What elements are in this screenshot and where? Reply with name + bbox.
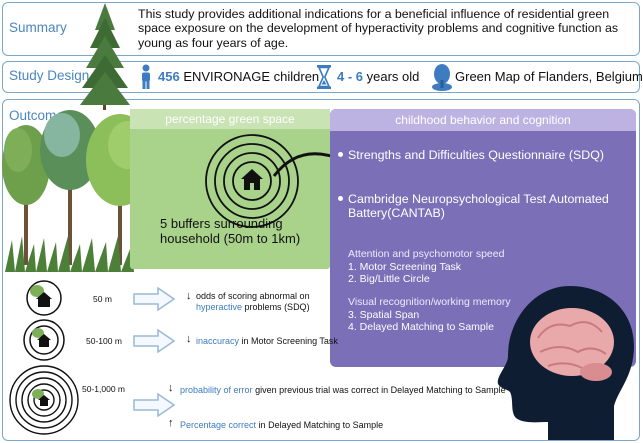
result-2-highlight: inaccuracy	[196, 336, 240, 346]
task-4: 4. Delayed Matching to Sample	[348, 321, 494, 333]
task-1: 1. Motor Screening Task	[348, 261, 462, 273]
trees-illustration	[2, 3, 154, 272]
buffer-50-100m-icon	[23, 319, 65, 361]
result-3b: Percentage correct in Delayed Matching t…	[180, 420, 383, 430]
children-number: 456	[158, 69, 180, 84]
children-count: 456 ENVIRONAGE children	[158, 69, 319, 84]
age-range: 4 - 6 years old	[337, 69, 419, 84]
task-2: 2. Big/Little Circle	[348, 273, 430, 285]
cantab-bullet: Cambridge Neuropsychological Test Automa…	[348, 192, 609, 220]
children-text: ENVIRONAGE children	[183, 69, 320, 84]
result-arrow	[133, 286, 176, 312]
age-text: years old	[366, 69, 420, 84]
buffer-text: 5 buffers surrounding household (50m to …	[160, 216, 301, 246]
up-arrow-icon: ↑	[168, 417, 174, 429]
green-map: Green Map of Flanders, Belgium	[455, 69, 643, 84]
dist-50m: 50 m	[93, 294, 112, 304]
result-arrow	[133, 392, 176, 418]
map-tree-icon	[432, 64, 452, 91]
result-1-highlight: hyperactive	[196, 302, 243, 312]
map-text: Green Map of Flanders, Belgium	[455, 69, 643, 84]
down-arrow-icon: ↓	[186, 333, 192, 345]
result-3b-highlight: Percentage correct	[180, 420, 257, 430]
result-arrow	[133, 328, 176, 354]
summary-label: Summary	[9, 20, 67, 35]
child-icon	[142, 64, 150, 89]
bullet-dot	[338, 196, 343, 201]
summary-text: This study provides additional indicatio…	[138, 7, 619, 50]
result-2: inaccuracy in Motor Screening Task	[196, 336, 338, 346]
result-1-post: problems (SDQ)	[244, 302, 310, 312]
house-icon	[241, 169, 263, 179]
visual-memory-heading: Visual recognition/working memory	[348, 296, 511, 308]
result-3a-post: given previous trial was correct in Dela…	[255, 385, 506, 395]
result-3a-highlight: probability of error	[180, 385, 253, 395]
down-arrow-icon: ↓	[168, 382, 174, 394]
result-2-post: in Motor Screening Task	[241, 336, 338, 346]
dist-50-1000m: 50-1,000 m	[82, 384, 125, 394]
bullet-dot	[338, 152, 343, 157]
buffer-rings	[205, 134, 299, 228]
study-design-label: Study Design	[9, 68, 90, 83]
buffer-50m-icon	[26, 280, 62, 316]
result-1-pre: odds of scoring abnormal on	[196, 291, 310, 301]
dist-50-100m: 50-100 m	[86, 336, 122, 346]
task-3: 3. Spatial Span	[348, 309, 420, 321]
sdq-bullet: Strengths and Difficulties Questionnaire…	[348, 148, 604, 162]
result-3a: probability of error given previous tria…	[180, 385, 506, 395]
attention-heading: Attention and psychomotor speed	[348, 248, 505, 260]
result-3b-post: in Delayed Matching to Sample	[258, 420, 384, 430]
down-arrow-icon: ↓	[186, 290, 192, 302]
child-head-brain-illustration	[497, 286, 634, 440]
green-space-header: percentage green space	[130, 109, 330, 129]
age-value: 4 - 6	[337, 69, 364, 84]
behavior-cognition-header: childhood behavior and cognition	[330, 109, 636, 131]
hourglass-icon	[317, 65, 331, 89]
buffer-50-1000m-icon	[9, 365, 79, 435]
result-1: odds of scoring abnormal on hyperactive …	[196, 291, 326, 313]
